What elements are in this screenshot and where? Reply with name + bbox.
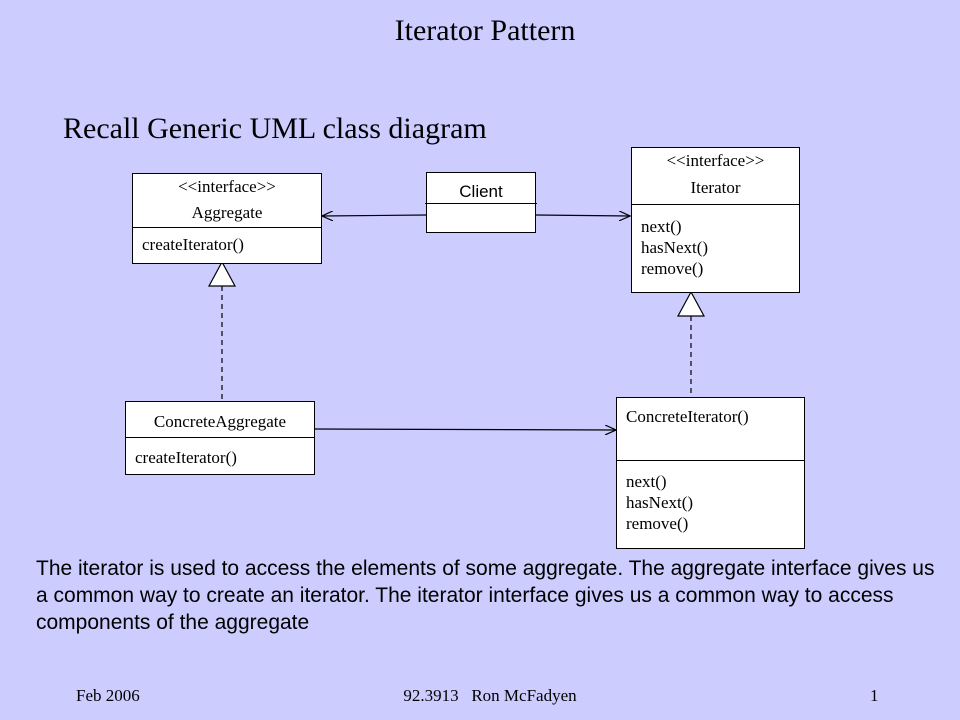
footer-page-number: 1 bbox=[870, 686, 879, 705]
aggregate-name: Aggregate bbox=[191, 203, 263, 222]
iterator-name: Iterator bbox=[690, 178, 741, 197]
iterator-operation: hasNext() bbox=[641, 238, 709, 257]
iterator-operation: next() bbox=[641, 217, 682, 236]
iterator-stereotype: <<interface>> bbox=[666, 151, 765, 170]
footer-date: Feb 2006 bbox=[76, 686, 140, 705]
client-class-box: Client bbox=[425, 172, 537, 233]
concrete-aggregate-class-box: ConcreteAggregate createIterator() bbox=[125, 401, 315, 475]
concrete-iterator-operation: hasNext() bbox=[626, 493, 694, 512]
footer-course: 92.3913 Ron McFadyen bbox=[403, 686, 577, 705]
concrete-aggregate-to-concrete-iterator-association bbox=[314, 429, 616, 430]
iterator-class-box: <<interface>> Iterator next() hasNext() … bbox=[631, 147, 800, 293]
concrete-iterator-operation: next() bbox=[626, 472, 667, 491]
aggregate-realization-triangle bbox=[207, 260, 237, 287]
slide-description: The iterator is used to access the eleme… bbox=[36, 557, 935, 634]
concrete-aggregate-name: ConcreteAggregate bbox=[153, 412, 287, 431]
concrete-iterator-class-box: ConcreteIterator() next() hasNext() remo… bbox=[616, 397, 805, 549]
concrete-aggregate-operation: createIterator() bbox=[135, 448, 237, 467]
client-to-aggregate-association bbox=[322, 215, 428, 216]
aggregate-stereotype: <<interface>> bbox=[178, 177, 276, 196]
iterator-operation: remove() bbox=[641, 259, 704, 278]
concrete-iterator-operation: remove() bbox=[626, 514, 689, 533]
slide-title: Iterator Pattern bbox=[394, 14, 576, 47]
slide-subtitle: Recall Generic UML class diagram bbox=[63, 112, 487, 145]
concrete-iterator-name: ConcreteIterator() bbox=[626, 407, 749, 426]
client-name: Client bbox=[459, 182, 503, 201]
aggregate-operation: createIterator() bbox=[142, 235, 244, 254]
client-to-iterator-association bbox=[535, 215, 630, 216]
iterator-realization-triangle bbox=[676, 290, 706, 317]
aggregate-class-box: <<interface>> Aggregate createIterator() bbox=[132, 173, 322, 264]
